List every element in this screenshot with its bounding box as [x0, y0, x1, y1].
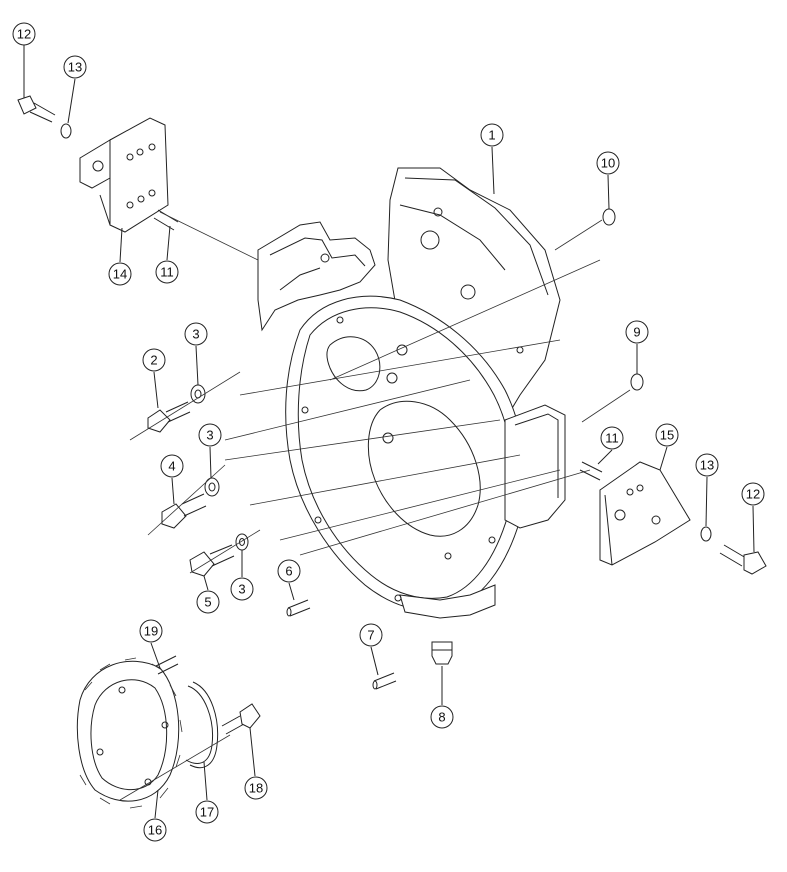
- callout-label: 4: [168, 459, 175, 474]
- callout-label: 15: [660, 428, 674, 443]
- callout-label: 1: [488, 128, 495, 143]
- callout-label: 18: [249, 781, 263, 796]
- callout-4: 4: [160, 454, 184, 478]
- callout-label: 19: [144, 624, 158, 639]
- callout-12-right: 12: [741, 482, 765, 506]
- callout-16: 16: [143, 818, 167, 842]
- callout-1: 1: [480, 123, 504, 147]
- flywheel-housing: [224, 167, 601, 619]
- callout-11-left: 11: [155, 260, 179, 284]
- callout-17: 17: [195, 800, 219, 824]
- callout-label: 14: [113, 267, 127, 282]
- right-mount-bracket: [599, 461, 691, 566]
- callout-15: 15: [655, 423, 679, 447]
- callout-label: 11: [160, 265, 174, 280]
- callout-19: 19: [139, 619, 163, 643]
- callout-13-top-left: 13: [63, 55, 87, 79]
- callout-label: 12: [17, 27, 31, 42]
- callout-label: 7: [367, 628, 374, 643]
- ring-gear: [76, 657, 183, 809]
- callout-label: 3: [238, 582, 245, 597]
- callout-2: 2: [142, 348, 166, 372]
- small-hardware: [17, 95, 767, 735]
- callout-label: 17: [200, 805, 214, 820]
- callout-3-lower: 3: [230, 577, 254, 601]
- callout-label: 12: [746, 487, 760, 502]
- callout-label: 3: [192, 327, 199, 342]
- callout-label: 9: [633, 325, 640, 340]
- left-mount-bracket: [79, 117, 169, 233]
- callout-label: 10: [601, 156, 615, 171]
- callout-label: 16: [148, 823, 162, 838]
- callout-12-top-left: 12: [12, 22, 36, 46]
- callout-14: 14: [108, 262, 132, 286]
- callout-label: 13: [700, 458, 714, 473]
- callout-label: 3: [206, 428, 213, 443]
- callout-8: 8: [430, 705, 454, 729]
- callout-label: 8: [438, 710, 445, 725]
- callout-7: 7: [359, 623, 383, 647]
- callout-18: 18: [244, 776, 268, 800]
- callout-11-right: 11: [600, 426, 624, 450]
- callout-label: 6: [285, 564, 292, 579]
- callout-6: 6: [277, 559, 301, 583]
- callout-5: 5: [196, 590, 220, 614]
- callout-label: 5: [204, 595, 211, 610]
- callout-13-right: 13: [695, 453, 719, 477]
- callout-3-middle: 3: [198, 423, 222, 447]
- callout-10: 10: [596, 151, 620, 175]
- callout-3-upper: 3: [184, 322, 208, 346]
- lock-plate: [185, 681, 219, 769]
- callout-label: 11: [605, 431, 619, 446]
- callout-9: 9: [625, 320, 649, 344]
- leader-lines: [23, 45, 755, 819]
- callout-label: 2: [150, 353, 157, 368]
- callout-label: 13: [68, 60, 82, 75]
